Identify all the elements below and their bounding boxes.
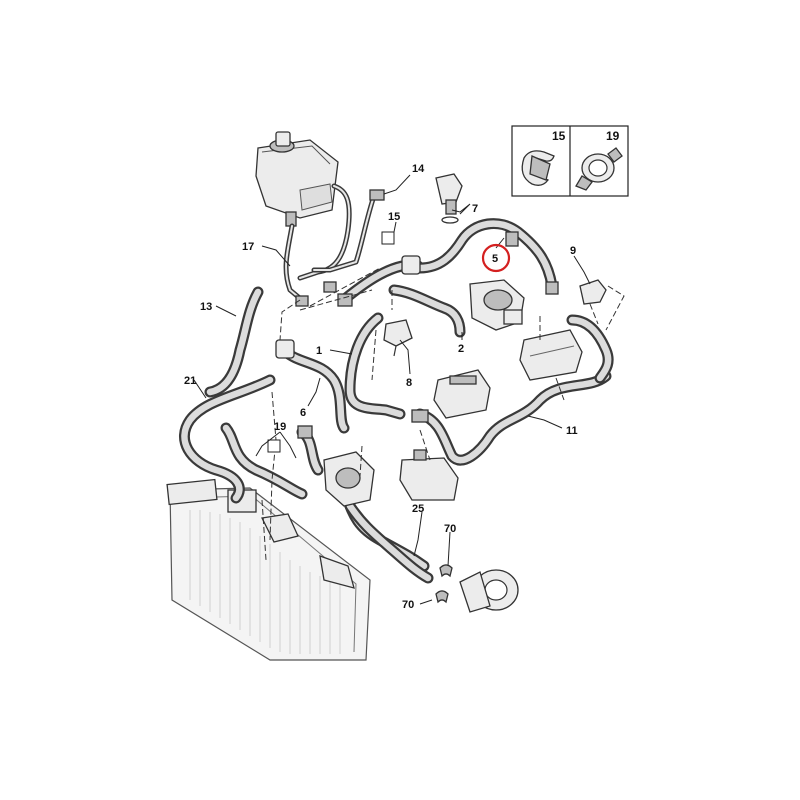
indicator-square-15 [381, 231, 395, 245]
legend-label-19: 19 [606, 129, 620, 143]
callout-70-upper: 70 [444, 523, 456, 535]
clip-9 [579, 279, 607, 305]
callout-17: 17 [242, 241, 254, 253]
clip-15-icon [521, 150, 555, 186]
callout-15: 15 [388, 211, 400, 223]
oil-cooler [459, 569, 519, 613]
water-pump [323, 451, 375, 507]
callout-14: 14 [412, 163, 425, 175]
legend-label-15: 15 [552, 129, 566, 143]
clip-19-icon [575, 147, 623, 191]
callout-9: 9 [570, 245, 576, 257]
callout-21: 21 [184, 375, 196, 387]
callout-70-lower: 70 [402, 599, 414, 611]
pump-lower [399, 449, 459, 501]
egr-valve [433, 369, 491, 419]
highlight-circle-5 [481, 243, 511, 273]
callout-13: 13 [200, 301, 212, 313]
bracket-8 [383, 319, 413, 357]
callout-8: 8 [406, 377, 412, 389]
indicator-square-19 [267, 439, 281, 453]
clamp-70 [435, 564, 453, 604]
radiator [166, 478, 371, 661]
expansion-tank [255, 131, 339, 227]
callout-5: 5 [492, 253, 498, 265]
callout-2: 2 [458, 343, 464, 355]
legend-box: 15 19 [511, 125, 629, 197]
callout-25: 25 [412, 503, 424, 515]
temperature-sensor [435, 173, 463, 224]
callout-19: 19 [274, 421, 286, 433]
callout-11: 11 [566, 425, 578, 437]
callout-1: 1 [316, 345, 322, 357]
callout-6: 6 [300, 407, 306, 419]
callout-7: 7 [472, 203, 478, 215]
egr-cooler-upper [519, 329, 583, 381]
thermostat-housing [469, 279, 525, 331]
